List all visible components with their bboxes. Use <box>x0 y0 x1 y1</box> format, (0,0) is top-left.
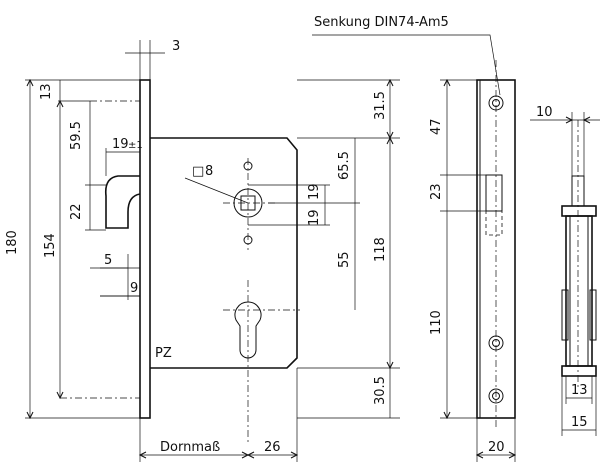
lock-case <box>150 137 298 369</box>
dim-lower-screw: 110 <box>429 310 444 335</box>
dim-case-depth: 13 <box>571 383 588 398</box>
dim-total-depth: 15 <box>571 415 588 430</box>
dim-latch-depth: 9 <box>130 281 138 296</box>
dim-total-height: 180 <box>5 230 20 255</box>
square-spindle-prefix: □ <box>192 164 204 179</box>
dim-top-offset: 13 <box>39 83 54 100</box>
dim-latch-position: 59.5 <box>69 121 84 150</box>
dim-spindle-up: 19 <box>307 183 322 200</box>
dim-upper-height: 65.5 <box>337 151 352 180</box>
dim-latch-tolerance: ±1 <box>128 140 143 151</box>
dim-spindle-down: 19 <box>307 209 322 226</box>
side-view: Senkung DIN74-Am5 47 23 110 20 <box>312 15 517 462</box>
dim-backset: Dornmaß <box>160 440 220 455</box>
countersink-note: Senkung DIN74-Am5 <box>314 15 449 30</box>
dim-faceplate-thickness: 3 <box>172 39 180 54</box>
bottom-plate <box>561 365 597 377</box>
latch-bolt <box>104 175 141 229</box>
dim-latch-opening: 23 <box>429 183 444 200</box>
dim-top-edge: 31.5 <box>373 91 388 120</box>
dim-spindle-width: 10 <box>536 105 553 120</box>
cylinder-cutout <box>234 301 262 359</box>
latch-opening <box>485 174 503 212</box>
faceplate-edge <box>561 205 597 217</box>
dim-square-spindle: 8 <box>205 164 213 179</box>
screw-hole-bottom <box>488 388 504 404</box>
dim-cylinder-offset: 26 <box>264 440 281 455</box>
edge-view: 10 13 15 <box>530 105 600 436</box>
dim-lower-height: 55 <box>337 251 352 268</box>
front-view: 3 180 154 13 59.5 19 ±1 22 5 9 □ 8 19 19… <box>5 39 400 462</box>
dim-latch-projection: 19 <box>112 137 129 152</box>
dim-faceplate-width: 20 <box>488 440 505 455</box>
dim-screw-spacing: 154 <box>43 233 58 258</box>
dim-bottom-edge: 30.5 <box>373 376 388 405</box>
dim-screw-top: 47 <box>429 118 444 135</box>
profile-cylinder-label: PZ <box>155 346 172 361</box>
dim-latch-height: 22 <box>69 203 84 220</box>
faceplate <box>139 79 151 419</box>
dim-centre-distance: 118 <box>373 237 388 262</box>
dim-latch-gap: 5 <box>104 253 112 268</box>
